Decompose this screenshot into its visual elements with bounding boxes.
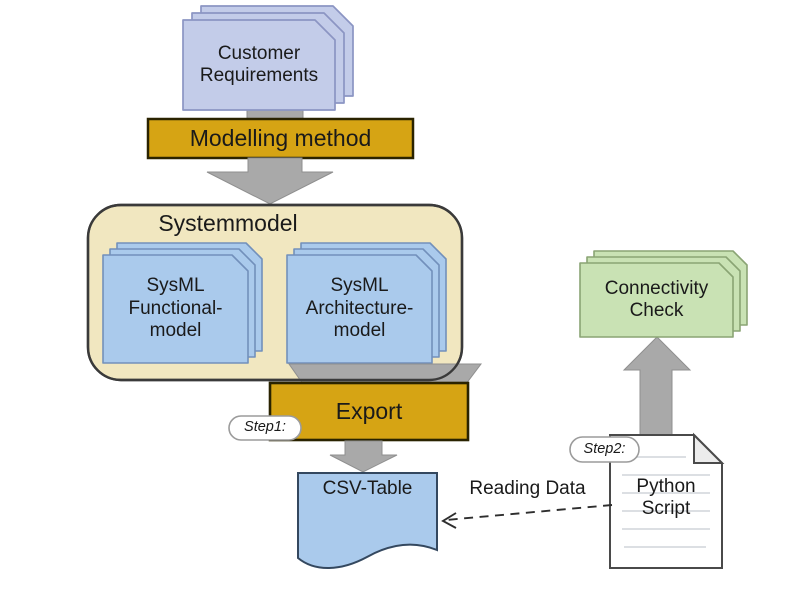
arrowhead	[441, 512, 457, 529]
card-front	[102, 254, 249, 364]
python-script-document	[609, 432, 725, 569]
arrow-export-to-csv	[329, 440, 398, 473]
arrow-modelling-to-systemmodel	[206, 157, 334, 205]
connectivity-check-stack	[579, 250, 748, 338]
step2-bubble	[569, 436, 640, 463]
systemmodel-container-border	[86, 203, 464, 382]
step1-bubble	[228, 415, 302, 441]
csv-table-document	[297, 472, 438, 569]
card-front	[286, 254, 433, 364]
ruled-lines	[622, 456, 710, 548]
modelling-method-banner	[146, 117, 415, 160]
arrow-python-to-connectivity	[622, 336, 692, 437]
card-front	[579, 262, 734, 338]
reading-data-arrow	[441, 504, 613, 529]
customer-requirements-stack	[182, 5, 354, 111]
sysml-functional-stack	[102, 242, 263, 364]
card-front	[182, 19, 336, 111]
export-banner	[268, 381, 470, 442]
sysml-architecture-stack	[286, 242, 447, 364]
folded-corner	[693, 432, 725, 464]
